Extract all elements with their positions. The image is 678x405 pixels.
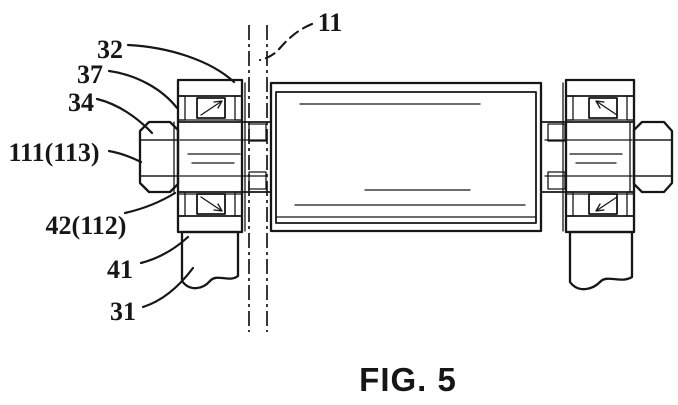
leader-37: [107, 69, 179, 110]
left-shaft: [173, 121, 272, 193]
leader-41: [139, 235, 190, 265]
leader-31: [141, 266, 195, 309]
leader-lines: [95, 43, 236, 309]
right-support-wall: [568, 230, 634, 291]
leader-34: [95, 97, 154, 135]
part-label-37: 37: [77, 60, 103, 89]
part-label-31: 31: [110, 297, 136, 326]
label-11-leader: [258, 22, 314, 62]
part-label-111: 111(113): [8, 138, 99, 167]
ball-element: [588, 193, 618, 215]
leader-32: [126, 43, 236, 84]
part-label-41: 41: [107, 255, 133, 284]
part-label-42: 42(112): [46, 211, 127, 240]
right-shaft: [540, 121, 635, 193]
right-bearing: [564, 78, 636, 234]
left-collar: [244, 82, 267, 232]
part-label-34: 34: [68, 88, 94, 117]
part-labels: 11 32 37 34 111(113) 42(112) 41 31: [8, 8, 342, 326]
roller-drum: [269, 81, 543, 233]
ball-element: [196, 97, 226, 119]
right-collar: [547, 82, 566, 232]
leader-42: [123, 191, 177, 215]
centerline-group: [248, 25, 268, 332]
ball-element: [588, 97, 618, 119]
leader-111: [107, 149, 143, 164]
left-nut: [138, 120, 180, 194]
part-label-32: 32: [97, 35, 123, 64]
left-support-wall: [180, 230, 240, 290]
left-bearing: [176, 78, 244, 234]
part-label-11: 11: [318, 8, 343, 37]
figure-caption: FIG. 5: [359, 361, 457, 398]
right-nut: [632, 120, 674, 194]
